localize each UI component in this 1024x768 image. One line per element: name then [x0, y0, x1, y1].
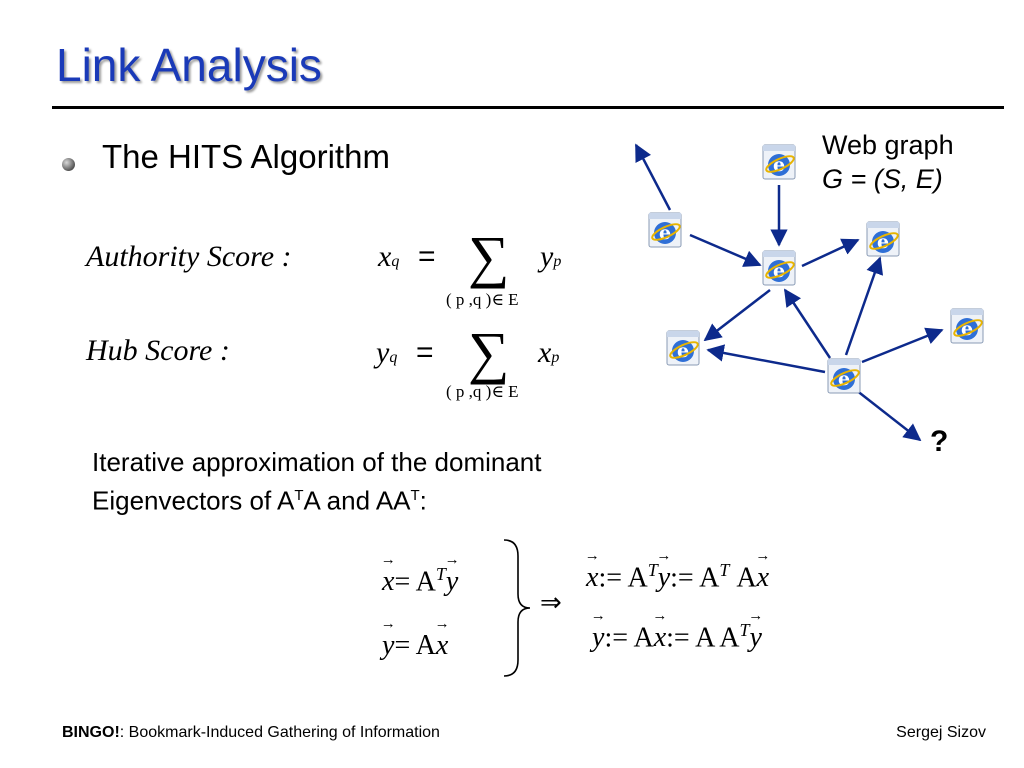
- result-x-equation: x:= ATy:= AT Ax: [586, 560, 769, 594]
- internet-explorer-icon: [762, 144, 797, 180]
- authority-score-label: Authority Score :: [86, 240, 292, 273]
- authority-rhs-var: y: [540, 240, 554, 273]
- authority-sum-range: ( p ,q )∈ E: [446, 290, 519, 309]
- authority-rhs-sub: p: [553, 253, 562, 270]
- web-graph-label: Web graph G = (S, E): [822, 128, 954, 196]
- hub-rhs-sub: p: [551, 349, 560, 366]
- hub-rhs-var: x: [538, 336, 552, 369]
- web-graph-definition: G = (S, E): [822, 164, 943, 194]
- hub-sum-range: ( p ,q )∈ E: [446, 382, 519, 401]
- footer-project: BINGO!: Bookmark-Induced Gathering of In…: [62, 724, 440, 742]
- hub-lhs-sub: q: [389, 349, 398, 366]
- equation-x-update: x= ATy: [382, 564, 458, 598]
- authority-lhs-sub: q: [391, 253, 400, 270]
- iterative-description: Iterative approximation of the dominant …: [92, 446, 541, 518]
- iterative-line-1: Iterative approximation of the dominant: [92, 447, 542, 477]
- internet-explorer-icon: [950, 308, 985, 344]
- authority-lhs: xq: [378, 240, 399, 274]
- internet-explorer-icon: [866, 221, 901, 257]
- authority-rhs: yp: [540, 240, 561, 274]
- edge-bottom-to-lowerleft: [706, 344, 826, 374]
- edge-left-to-offpage: [634, 143, 672, 211]
- authority-lhs-var: x: [378, 240, 392, 273]
- result-y-equation: y:= Ax:= A ATy: [592, 620, 762, 654]
- web-graph-title: Web graph: [822, 130, 954, 160]
- edge-bottom-to-center: [783, 288, 832, 359]
- hub-rhs: xp: [538, 336, 559, 370]
- equation-y-update: y= Ax: [382, 630, 448, 662]
- authority-sigma-icon: ∑: [468, 224, 510, 289]
- hub-lhs: yq: [376, 336, 397, 370]
- edge-left-to-center: [689, 233, 762, 267]
- bullet-text: The HITS Algorithm: [102, 138, 390, 175]
- footer-description: : Bookmark-Induced Gathering of Informat…: [119, 724, 440, 741]
- internet-explorer-icon: [666, 330, 701, 366]
- slide-title: Link Analysis: [56, 39, 322, 91]
- edge-bottom-to-farright: [861, 327, 944, 364]
- edge-center-to-lowerleft: [703, 289, 771, 342]
- internet-explorer-icon: [827, 358, 862, 394]
- internet-explorer-icon: [762, 250, 797, 286]
- hub-score-label: Hub Score :: [86, 334, 230, 367]
- title-divider: [52, 106, 1004, 109]
- internet-explorer-icon: [648, 212, 683, 248]
- edge-bottom-to-right: [844, 256, 884, 356]
- equation-brace: [503, 539, 531, 677]
- footer-bingo: BINGO!: [62, 724, 120, 741]
- bullet-icon: [62, 158, 75, 171]
- hub-sigma-icon: ∑: [468, 320, 510, 385]
- iterative-line-2: Eigenvectors of ATA and AAT:: [92, 485, 427, 516]
- hub-lhs-var: y: [376, 336, 390, 369]
- unknown-node-marker: ?: [930, 425, 949, 458]
- authority-equals: =: [418, 240, 436, 273]
- footer-author: Sergej Sizov: [896, 724, 986, 741]
- implies-arrow-icon: ⇒: [540, 588, 562, 618]
- edge-center-to-right: [801, 238, 860, 268]
- hub-equals: =: [416, 336, 434, 369]
- edge-bottom-to-unknown: [855, 389, 922, 442]
